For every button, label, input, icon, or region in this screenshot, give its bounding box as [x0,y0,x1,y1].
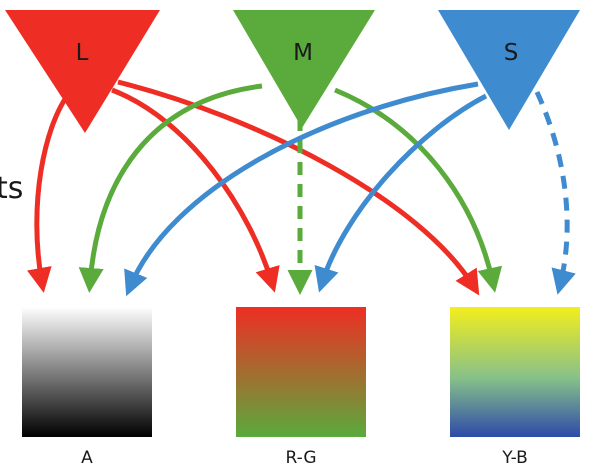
arrow-l-to-a [27,90,72,293]
cone-s-triangle [438,10,580,130]
partial-side-text: ts [0,171,23,206]
arrow-m-to-yb [334,87,503,293]
channel-a-label: A [81,448,93,468]
arrow-m-to-a [78,83,263,293]
arrow-s-to-yb [534,90,576,295]
cone-m-triangle [233,10,375,128]
channel-a-swatch [22,307,152,437]
channel-rg-label: R-G [285,448,316,468]
cone-l-label: L [76,40,89,66]
channel-yb-swatch [450,307,580,437]
arrow-s-to-a [124,81,479,297]
channel-rg-swatch [236,307,366,437]
arrow-s-to-rg [314,93,488,293]
cone-m-label: M [293,40,313,66]
cone-s-label: S [504,40,519,66]
channel-yb-label: Y-B [501,448,528,468]
arrow-l-to-yb [117,79,480,296]
arrow-l-to-rg [111,87,280,293]
cone-l-triangle [5,10,160,133]
